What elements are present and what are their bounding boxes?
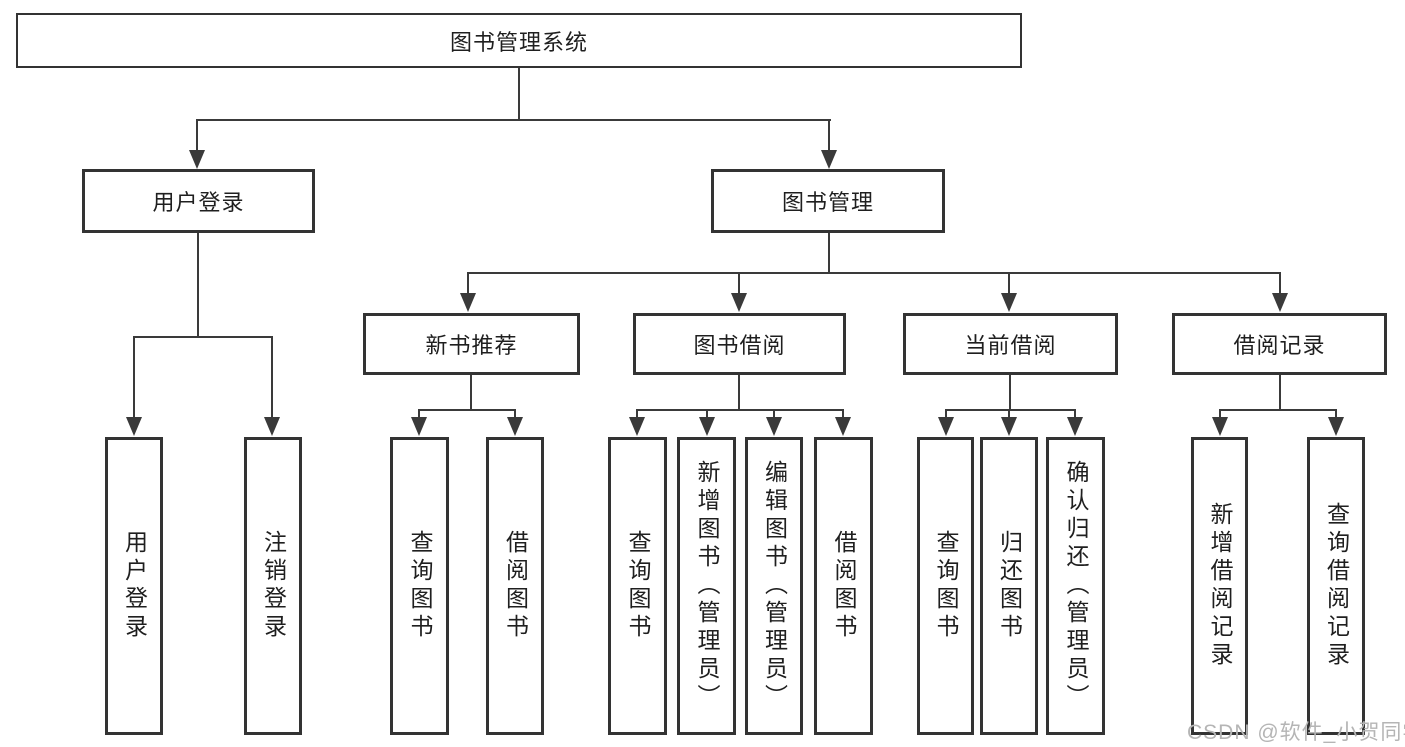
- arrow-down-icon: [189, 150, 205, 169]
- node-leaf-nb-query-books: 查询图书: [390, 437, 449, 735]
- arrow-down-icon: [1328, 417, 1344, 436]
- connector-current-borrow-drop: [1008, 272, 1010, 294]
- connector-borrow-records-stem: [1279, 375, 1281, 409]
- connector-new-book-stem: [470, 375, 472, 409]
- connector-level2-hline: [197, 119, 831, 121]
- connector-borrow-records-hline: [1220, 409, 1336, 411]
- node-leaf-bb-borrow-books: 借阅图书: [814, 437, 873, 735]
- connector-book-borrow-stem: [738, 375, 740, 409]
- connector-user-login-hline: [134, 336, 273, 338]
- node-leaf-cb-return-books: 归还图书: [980, 437, 1038, 735]
- node-leaf-bb-add-books-admin-label: 新增图书（管理员）: [694, 460, 720, 712]
- watermark: CSDN @软件_小贺同学: [1187, 721, 1405, 744]
- arrow-down-icon: [629, 417, 645, 436]
- arrow-down-icon: [264, 417, 280, 436]
- connector-leaf-user-login-drop: [133, 336, 135, 418]
- arrow-down-icon: [126, 417, 142, 436]
- arrow-down-icon: [1212, 417, 1228, 436]
- node-leaf-bb-edit-books-admin: 编辑图书（管理员）: [745, 437, 803, 735]
- node-leaf-bb-add-books-admin: 新增图书（管理员）: [677, 437, 736, 735]
- connector-bb-query-drop: [636, 409, 638, 419]
- node-leaf-nb-query-books-label: 查询图书: [407, 530, 433, 642]
- connector-cb-query-drop: [945, 409, 947, 419]
- connector-cb-return-drop: [1008, 409, 1010, 419]
- node-leaf-nb-borrow-books: 借阅图书: [486, 437, 544, 735]
- connector-bb-edit-drop: [773, 409, 775, 419]
- node-leaf-cb-query-books: 查询图书: [917, 437, 974, 735]
- connector-borrow-records-drop: [1279, 272, 1281, 294]
- node-borrow-records: 借阅记录: [1172, 313, 1387, 375]
- arrow-down-icon: [766, 417, 782, 436]
- node-leaf-br-query-record: 查询借阅记录: [1307, 437, 1365, 735]
- node-book-management-label: 图书管理: [781, 190, 874, 215]
- connector-level3-hline: [468, 272, 1281, 274]
- connector-user-login-drop: [196, 119, 198, 152]
- node-book-management-branch: 图书管理: [711, 169, 945, 233]
- node-leaf-user-login: 用户登录: [105, 437, 163, 735]
- node-root-label: 图书管理系统: [449, 29, 588, 55]
- arrow-down-icon: [460, 293, 476, 312]
- connector-cb-confirm-drop: [1074, 409, 1076, 419]
- node-leaf-br-query-record-label: 查询借阅记录: [1323, 502, 1350, 670]
- node-new-book-recommend-label: 新书推荐: [425, 333, 518, 358]
- arrow-down-icon: [1272, 293, 1288, 312]
- arrow-down-icon: [938, 417, 954, 436]
- connector-leaf-logout-drop: [271, 336, 273, 418]
- connector-user-login-stem: [197, 233, 199, 336]
- arrow-down-icon: [1001, 293, 1017, 312]
- node-leaf-bb-edit-books-admin-label: 编辑图书（管理员）: [761, 460, 788, 712]
- node-current-borrow-label: 当前借阅: [964, 333, 1057, 358]
- node-leaf-br-add-record-label: 新增借阅记录: [1207, 502, 1233, 670]
- connector-book-borrow-hline: [637, 409, 843, 411]
- connector-new-book-hline: [419, 409, 515, 411]
- connector-br-add-drop: [1219, 409, 1221, 419]
- arrow-down-icon: [731, 293, 747, 312]
- node-leaf-br-add-record: 新增借阅记录: [1191, 437, 1248, 735]
- arrow-down-icon: [699, 417, 715, 436]
- node-book-borrow-label: 图书借阅: [693, 333, 786, 358]
- connector-nb-borrow-drop: [514, 409, 516, 419]
- arrow-down-icon: [821, 150, 837, 169]
- node-leaf-cb-return-books-label: 归还图书: [996, 530, 1023, 642]
- arrow-down-icon: [1001, 417, 1017, 436]
- node-new-book-recommend: 新书推荐: [363, 313, 580, 375]
- node-leaf-nb-borrow-books-label: 借阅图书: [502, 530, 529, 642]
- connector-book-mgmt-drop: [828, 119, 830, 152]
- node-leaf-bb-borrow-books-label: 借阅图书: [831, 530, 857, 642]
- node-book-borrow: 图书借阅: [633, 313, 846, 375]
- node-root-library-management-system: 图书管理系统: [16, 13, 1022, 68]
- arrow-down-icon: [411, 417, 427, 436]
- node-leaf-bb-query-books-label: 查询图书: [625, 530, 651, 642]
- node-leaf-cb-query-books-label: 查询图书: [933, 530, 959, 642]
- connector-root-stem: [518, 68, 520, 119]
- node-leaf-bb-query-books: 查询图书: [608, 437, 667, 735]
- node-leaf-logout-label: 注销登录: [260, 530, 287, 642]
- arrow-down-icon: [1067, 417, 1083, 436]
- connector-bb-borrow-drop: [842, 409, 844, 419]
- connector-current-borrow-hline: [946, 409, 1076, 411]
- node-leaf-user-login-label: 用户登录: [121, 530, 148, 642]
- node-user-login-label: 用户登录: [152, 190, 245, 215]
- arrow-down-icon: [507, 417, 523, 436]
- connector-br-query-drop: [1335, 409, 1337, 419]
- node-current-borrow: 当前借阅: [903, 313, 1118, 375]
- node-leaf-logout: 注销登录: [244, 437, 302, 735]
- connector-book-borrow-drop: [738, 272, 740, 294]
- connector-nb-query-drop: [418, 409, 420, 419]
- connector-new-book-drop: [467, 272, 469, 294]
- connector-current-borrow-stem: [1009, 375, 1011, 409]
- connector-book-mgmt-stem: [828, 233, 830, 272]
- node-borrow-records-label: 借阅记录: [1233, 333, 1326, 358]
- arrow-down-icon: [835, 417, 851, 436]
- node-leaf-cb-confirm-return-admin-label: 确认归还（管理员）: [1063, 460, 1089, 712]
- connector-bb-add-drop: [706, 409, 708, 419]
- node-user-login-branch: 用户登录: [82, 169, 315, 233]
- node-leaf-cb-confirm-return-admin: 确认归还（管理员）: [1046, 437, 1105, 735]
